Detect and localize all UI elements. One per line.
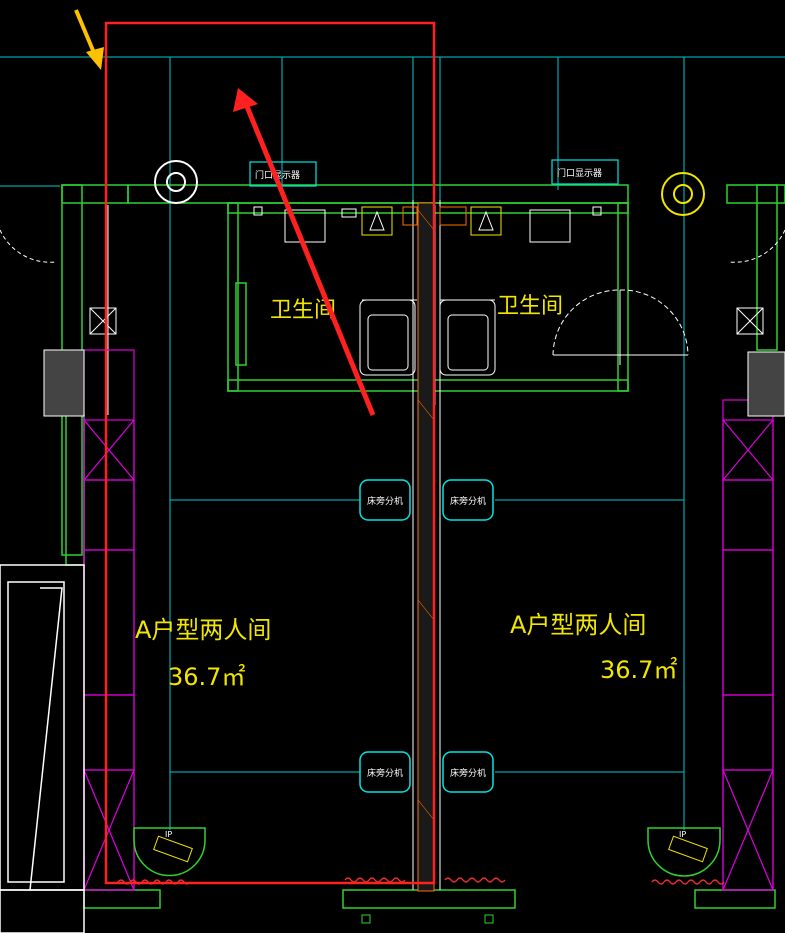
bed-unit-left-bottom: 床旁分机 xyxy=(359,751,411,793)
door-panel-right: 门口显示器 xyxy=(551,159,619,185)
svg-text:IP: IP xyxy=(679,830,686,839)
room-name-right: A户型两人间 xyxy=(510,611,646,639)
bed-unit-right-bottom: 床旁分机 xyxy=(442,751,494,793)
door-swing-right xyxy=(729,229,785,263)
bathroom-label-right: 卫生间 xyxy=(497,294,563,319)
bed-unit-left-top: 床旁分机 xyxy=(359,479,411,521)
room-name-left: A户型两人间 xyxy=(135,616,271,644)
red-arrow-icon xyxy=(233,88,376,416)
bathroom-fixtures-left xyxy=(253,206,418,376)
room-area-right: 36.7㎡ xyxy=(600,656,677,684)
column-block-right xyxy=(747,351,785,417)
room-area-left: 36.7㎡ xyxy=(168,663,245,691)
svg-text:床旁分机: 床旁分机 xyxy=(450,495,486,507)
yellow-arrow-icon xyxy=(74,9,104,70)
bathroom-fixtures-right xyxy=(439,206,602,376)
axis-lines xyxy=(0,56,785,830)
highlight-box xyxy=(104,21,436,885)
bed-unit-right-top: 床旁分机 xyxy=(442,479,494,521)
svg-text:门口显示器: 门口显示器 xyxy=(557,167,602,179)
right-cabinet xyxy=(722,399,774,891)
partition-wall xyxy=(412,200,441,892)
ip-camera-right: IP xyxy=(647,827,721,877)
svg-text:IP: IP xyxy=(165,830,172,839)
svg-text:床旁分机: 床旁分机 xyxy=(450,767,486,779)
column-right xyxy=(661,172,705,216)
ip-camera-left: IP xyxy=(133,827,206,877)
door-panel-left: 门口显示器 xyxy=(249,161,317,187)
door-swing-left xyxy=(0,229,56,263)
bath-door-right xyxy=(552,289,689,365)
left-cabinet xyxy=(83,349,135,891)
column-left xyxy=(154,160,198,204)
corridor-door xyxy=(0,564,85,933)
column-block-left xyxy=(43,349,85,417)
svg-text:床旁分机: 床旁分机 xyxy=(367,495,403,507)
svg-text:床旁分机: 床旁分机 xyxy=(367,767,403,779)
